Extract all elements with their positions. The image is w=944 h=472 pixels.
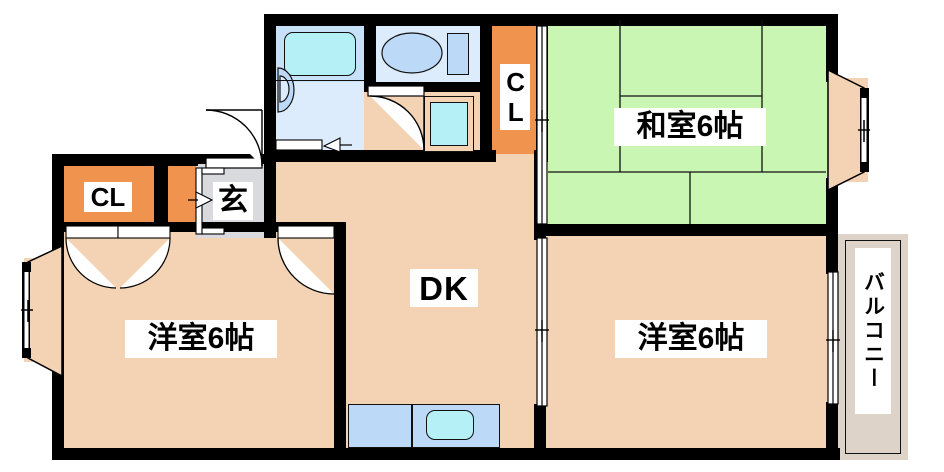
bath-zone-divider	[276, 80, 364, 81]
wall-closet-genkan-right	[264, 160, 276, 238]
label-washitsu: 和室6帖	[614, 108, 766, 146]
wall-bath-bottom	[264, 150, 376, 162]
wall-left-dk-upper	[334, 226, 346, 366]
label-dk: DK	[410, 269, 478, 307]
wall-bath-toilet	[364, 14, 376, 92]
wall-left-room-top	[64, 222, 346, 232]
wall-toilet-right	[480, 14, 492, 92]
kitchen-counter	[348, 404, 412, 448]
label-yoshitsu-right: 洋室6帖	[615, 320, 767, 358]
label-yoshitsu-left: 洋室6帖	[125, 320, 277, 358]
label-genkan: 玄	[213, 182, 253, 220]
kitchen-sink	[426, 410, 474, 440]
label-balcony-text: バルコニー	[861, 271, 885, 391]
wall-left-dk-lower	[334, 366, 346, 460]
label-closet-top: CL	[500, 64, 531, 130]
wall-top-wetarea	[264, 14, 542, 26]
wall-bottom-right	[540, 448, 840, 460]
label-balcony: バルコニー	[855, 248, 891, 414]
wall-bath-left	[264, 14, 276, 172]
wall-top-washitsu	[530, 14, 838, 26]
wall-dk-right-lower	[534, 404, 546, 460]
wall-right-washitsu-upper	[826, 14, 838, 82]
washing-machine	[430, 102, 468, 146]
wall-bottom-dk	[340, 448, 552, 460]
wall-bottom-left	[52, 448, 352, 460]
wall-toilet-bottom	[364, 82, 492, 92]
balcony-rail	[845, 240, 901, 454]
wall-closettop-left	[480, 82, 492, 162]
closet-genkan-side	[168, 166, 196, 224]
wall-washitsu-bottom	[536, 224, 838, 236]
wall-right-washitsu-lower	[826, 178, 838, 236]
wall-right-yoshitsu-upper	[826, 234, 838, 274]
wall-right-yoshitsu-lower	[826, 402, 838, 460]
wall-hall-bottom	[376, 150, 496, 162]
bathtub	[284, 32, 356, 76]
wall-closet-left-right	[154, 160, 168, 226]
label-closet-left: CL	[84, 182, 132, 212]
toilet-tank	[447, 33, 469, 75]
